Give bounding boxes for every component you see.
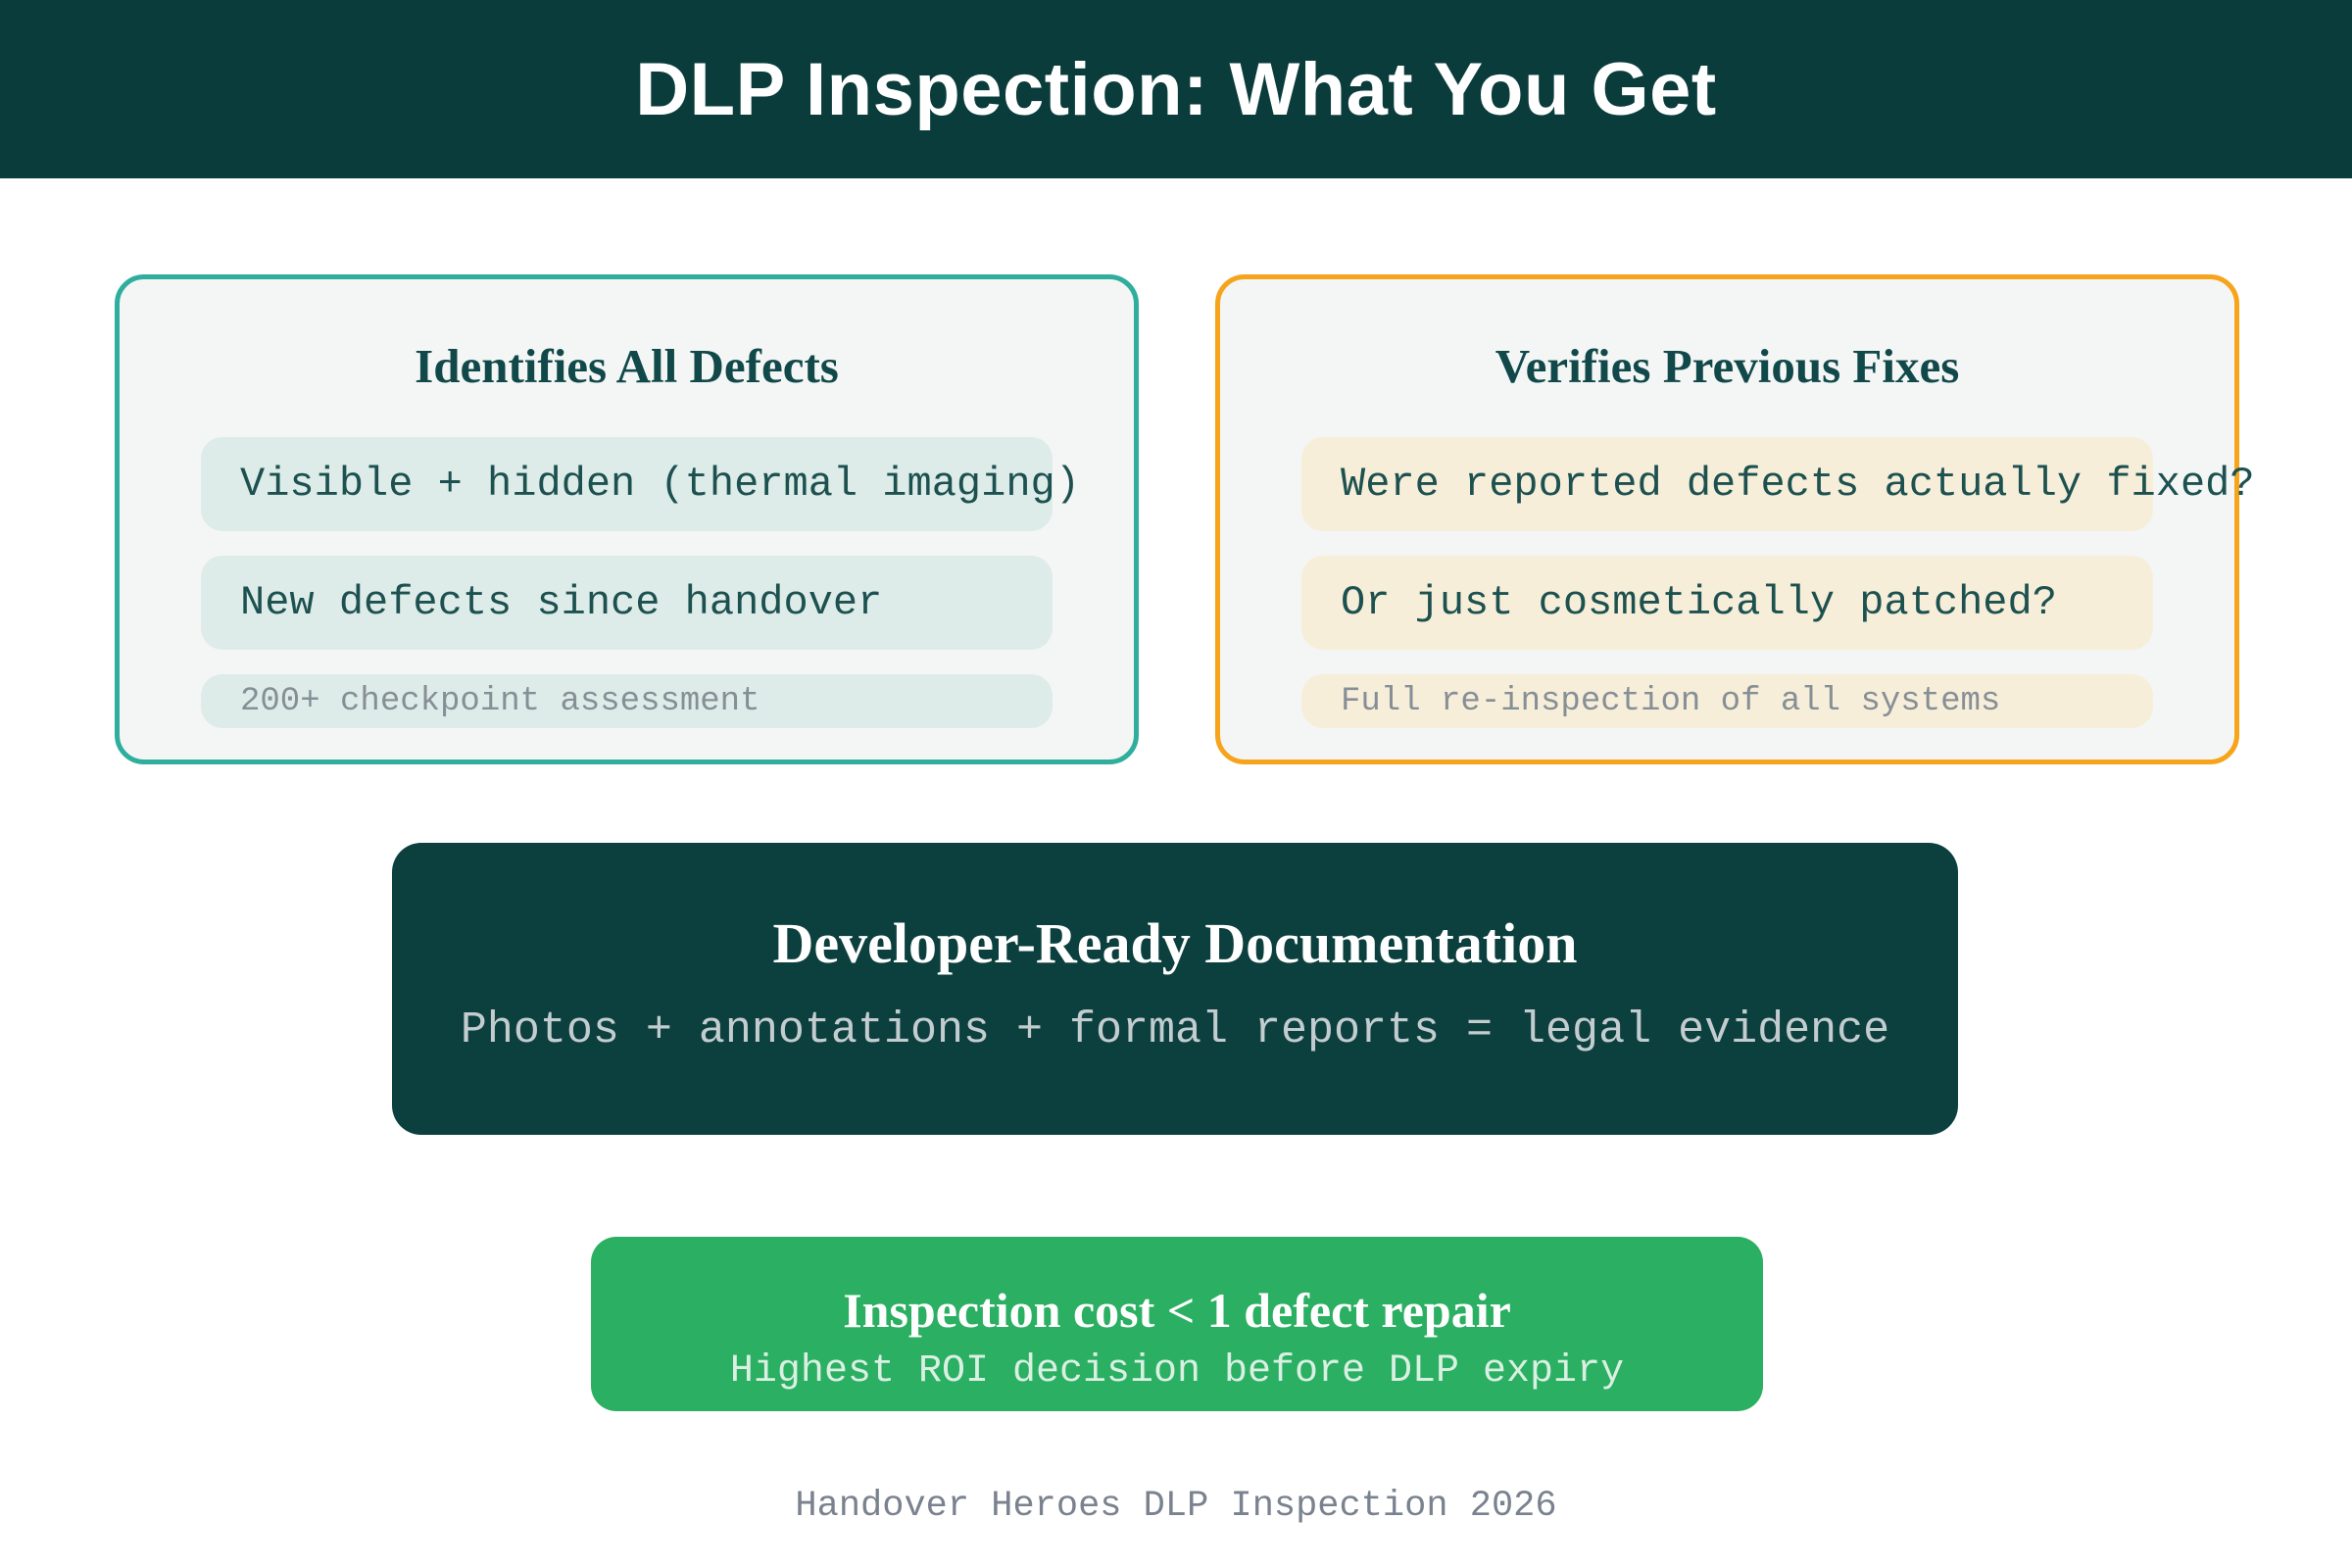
card-verifies-previous-fixes: Verifies Previous Fixes Were reported de… <box>1215 274 2255 764</box>
list-item: Or just cosmetically patched? <box>1301 556 2153 650</box>
roi-banner-title: Inspection cost < 1 defect repair <box>843 1283 1511 1338</box>
page-title: DLP Inspection: What You Get <box>635 47 1717 131</box>
list-item: New defects since handover <box>201 556 1053 650</box>
header-bar: DLP Inspection: What You Get <box>0 0 2352 178</box>
documentation-banner: Developer-Ready Documentation Photos + a… <box>392 843 1958 1135</box>
list-item: Full re-inspection of all systems <box>1301 674 2153 728</box>
roi-banner-subtitle: Highest ROI decision before DLP expiry <box>729 1349 1625 1394</box>
documentation-banner-title: Developer-Ready Documentation <box>772 911 1578 975</box>
documentation-banner-subtitle: Photos + annotations + formal reports = … <box>460 1005 1890 1055</box>
card-title: Verifies Previous Fixes <box>1494 339 1960 393</box>
list-item: 200+ checkpoint assessment <box>201 674 1053 728</box>
list-item: Were reported defects actually fixed? <box>1301 437 2255 531</box>
card-identifies-all-defects: Identifies All Defects Visible + hidden … <box>115 274 1139 764</box>
roi-banner: Inspection cost < 1 defect repair Highes… <box>591 1237 1763 1411</box>
card-title: Identifies All Defects <box>415 339 839 393</box>
list-item: Visible + hidden (thermal imaging) <box>201 437 1080 531</box>
footer-text: Handover Heroes DLP Inspection 2026 <box>795 1486 1557 1527</box>
